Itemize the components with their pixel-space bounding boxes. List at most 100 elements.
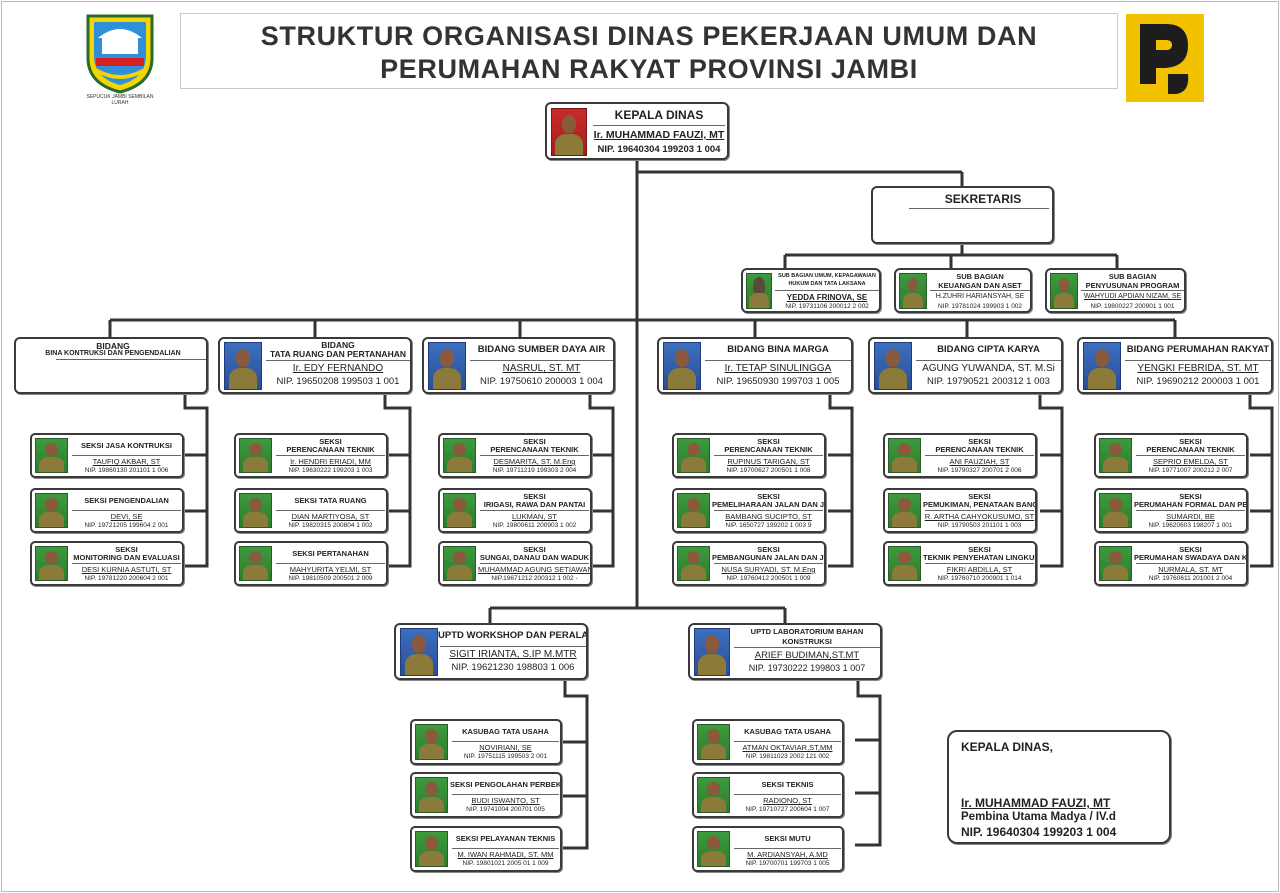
bidang-cipta-karya-photo bbox=[874, 342, 912, 390]
uptd-workshop-title: UPTD WORKSHOP DAN PERALATAN bbox=[438, 630, 588, 641]
seksi-nip-u0-0: NIP. 19751115 199503 2 001 bbox=[463, 753, 548, 760]
seksi-title1-b1-1: SEKSI TATA RUANG bbox=[294, 496, 367, 505]
seksi-photo-b5-2 bbox=[1099, 546, 1132, 581]
seksi-name-u0-1: BUDI ISWANTO, ST bbox=[471, 796, 540, 805]
seksi-nip-u0-2: NIP. 19801021 2005 01 1 009 bbox=[462, 860, 549, 867]
bidang-cipta-karya-nip: NIP. 19790521 200312 1 003 bbox=[927, 376, 1050, 387]
seksi-nip-b4-1: NIP. 19790503 201101 1 003 bbox=[937, 522, 1022, 529]
jambi-province-logo: SEPUCUK JAMBI SEMBILAN LURAH bbox=[80, 12, 160, 108]
bidang-cipta-karya-name: AGUNG YUWANDA, ST. M.Si bbox=[922, 363, 1055, 374]
seksi-nip-b1-0: NIP. 19630222 199203 1 003 bbox=[288, 467, 373, 474]
seksi-nip-b0-1: NIP. 19721205 199604 2 001 bbox=[84, 522, 169, 529]
seksi-photo-b1-0 bbox=[239, 438, 272, 473]
seksi-title1-b3-1: SEKSI bbox=[757, 492, 780, 501]
seksi-photo-u1-2 bbox=[697, 831, 730, 867]
bidang-bina-marga-title: BIDANG BINA MARGA bbox=[727, 344, 829, 355]
seksi-nip-b5-0: NIP. 19771007 200212 2 007 bbox=[1148, 467, 1233, 474]
seksi-name-b3-2: NUSA SURYADI, ST. M.Eng bbox=[721, 565, 816, 574]
seksi-nip-b2-0: NIP. 19711219 199303 2 004 bbox=[492, 467, 577, 474]
signature-nip: NIP. 19640304 199203 1 004 bbox=[961, 825, 1117, 839]
seksi-nip-b3-0: NIP. 19700627 200501 1 008 bbox=[726, 467, 811, 474]
seksi-title2-b1-0: PERENCANAAN TEKNIK bbox=[286, 445, 375, 454]
seksi-name-u1-1: RADIONO, ST bbox=[763, 796, 812, 805]
subbagian-program-nip: NIP. 19800227 200901 1 001 bbox=[1090, 303, 1175, 310]
seksi-name-b4-1: R. ARTHA CAHYOKUSUMO, ST bbox=[924, 512, 1035, 521]
seksi-photo-b0-1 bbox=[35, 493, 68, 528]
seksi-name-b1-0: Ir. HENDRI ERIADI, MM bbox=[290, 457, 371, 466]
subbagian-keuangan-title1: SUB BAGIAN bbox=[956, 272, 1004, 281]
seksi-name-b0-1: DEVI, SE bbox=[110, 512, 143, 521]
seksi-title1-b5-2: SEKSI bbox=[1179, 545, 1202, 554]
subbagian-umum-nip: NIP. 19731106 200012 2 002 bbox=[785, 303, 869, 310]
kepala-dinas-name: Ir. MUHAMMAD FAUZI, MT bbox=[593, 129, 725, 141]
seksi-photo-b0-2 bbox=[35, 546, 68, 581]
seksi-title1-b1-0: SEKSI bbox=[319, 437, 342, 446]
seksi-name-b1-2: MAHYURITA YELMI, ST bbox=[289, 565, 372, 574]
seksi-photo-u1-0 bbox=[697, 724, 730, 760]
seksi-title2-b4-0: PERENCANAAN TEKNIK bbox=[935, 445, 1024, 454]
signature-name: Ir. MUHAMMAD FAUZI, MT bbox=[961, 796, 1111, 810]
bidang-bina-marga-box: BIDANG BINA MARGA Ir. TETAP SINULINGGA N… bbox=[657, 337, 853, 394]
seksi-photo-u0-2 bbox=[415, 831, 448, 867]
bidang-bina-kontruksi-box: BIDANG BINA KONTRUKSI DAN PENGENDALIAN bbox=[14, 337, 208, 394]
uptd-laboratorium-nip: NIP. 19730222 199803 1 007 bbox=[748, 663, 866, 673]
bidang-bina-marga-photo bbox=[663, 342, 701, 390]
subbagian-program-box: SUB BAGIAN PENYUSUNAN PROGRAM WAHYUDI AP… bbox=[1045, 268, 1186, 313]
bidang-perumahan-photo bbox=[1083, 342, 1121, 390]
jambi-logo-caption: SEPUCUK JAMBI SEMBILAN LURAH bbox=[86, 94, 154, 106]
uptd-workshop-nip: NIP. 19621230 198803 1 006 bbox=[451, 662, 575, 673]
bidang-sda-nip: NIP. 19750610 200003 1 004 bbox=[480, 376, 603, 387]
seksi-title1-u1-1: SEKSI TEKNIS bbox=[761, 780, 814, 789]
seksi-nip-u1-2: NIP. 19700701 199703 1 005 bbox=[745, 860, 830, 867]
seksi-nip-b3-1: NIP. 1650727 199202 1 003 9 bbox=[725, 522, 812, 529]
subbagian-program-name: WAHYUDI APDIAN NIZAM, SE bbox=[1083, 293, 1182, 300]
seksi-name-u1-0: ATMAN OKTAVIAR,ST,MM bbox=[742, 743, 833, 752]
seksi-name-b0-0: TAUFIQ AKBAR, ST bbox=[92, 457, 161, 466]
seksi-photo-b5-0 bbox=[1099, 438, 1132, 473]
subbagian-umum-title2: HUKUM DAN TATA LAKSANA bbox=[788, 281, 866, 287]
seksi-title1-b0-2: SEKSI bbox=[115, 545, 138, 554]
seksi-title2-b3-0: PERENCANAAN TEKNIK bbox=[724, 445, 813, 454]
seksi-photo-b2-1 bbox=[443, 493, 476, 528]
bidang-cipta-karya-title: BIDANG CIPTA KARYA bbox=[937, 344, 1040, 355]
seksi-name-u0-0: NOVIRIANI, SE bbox=[479, 743, 532, 752]
bidang-sumber-daya-air-box: BIDANG SUMBER DAYA AIR NASRUL, ST. MT NI… bbox=[422, 337, 615, 394]
seksi-title1-b5-0: SEKSI bbox=[1179, 437, 1202, 446]
seksi-title1-u1-2: SEKSI MUTU bbox=[764, 834, 811, 843]
seksi-title2-b2-2: SUNGAI, DANAU DAN WADUK bbox=[479, 553, 590, 562]
seksi-title2-b4-1: PEMUKIMAN, PENATAAN BANGUNAN DAN AIR MIN… bbox=[923, 500, 1036, 509]
seksi-title1-b3-2: SEKSI bbox=[757, 545, 780, 554]
seksi-title1-u0-2: SEKSI PELAYANAN TEKNIS bbox=[455, 834, 556, 843]
seksi-nip-b1-2: NIP. 19810509 200501 2 009 bbox=[288, 575, 373, 582]
seksi-name-b2-0: DESMARITA, ST. M.Eng bbox=[493, 457, 576, 466]
seksi-title2-b3-1: PEMELIHARAAN JALAN DAN JEMBATAN bbox=[712, 500, 825, 509]
seksi-photo-b1-2 bbox=[239, 546, 272, 581]
seksi-photo-u0-0 bbox=[415, 724, 448, 760]
uptd-workshop-photo bbox=[400, 628, 438, 676]
seksi-nip-b5-2: NIP. 19760611 201001 2 004 bbox=[1148, 575, 1233, 582]
seksi-nip-u1-0: NIP. 19811023 2002 121 002 bbox=[745, 753, 830, 760]
subbagian-program-photo bbox=[1050, 273, 1078, 309]
uptd-laboratorium-box: UPTD LABORATORIUM BAHAN KONSTRUKSI ARIEF… bbox=[688, 623, 882, 680]
seksi-nip-b0-2: NIP. 19781220 200604 2 001 bbox=[84, 575, 169, 582]
subbagian-program-title2: PENYUSUNAN PROGRAM bbox=[1085, 281, 1180, 290]
seksi-nip-b5-1: NIP. 19620603 198207 1 001 bbox=[1148, 522, 1233, 529]
seksi-title1-u0-1: SEKSI PENGOLAHAN PERBEKALAN bbox=[450, 780, 561, 789]
seksi-name-u1-2: M. ARDIANSYAH, A.MD bbox=[747, 850, 828, 859]
seksi-photo-b0-0 bbox=[35, 438, 68, 473]
seksi-name-b1-1: DIAN MARTIYOSA, ST bbox=[291, 512, 370, 521]
seksi-nip-b4-0: NIP. 19790327 200701 2 006 bbox=[937, 467, 1022, 474]
uptd-laboratorium-title2: KONSTRUKSI bbox=[782, 637, 832, 646]
bidang-bina-marga-name: Ir. TETAP SINULINGGA bbox=[724, 363, 832, 374]
seksi-photo-b4-0 bbox=[888, 438, 921, 473]
